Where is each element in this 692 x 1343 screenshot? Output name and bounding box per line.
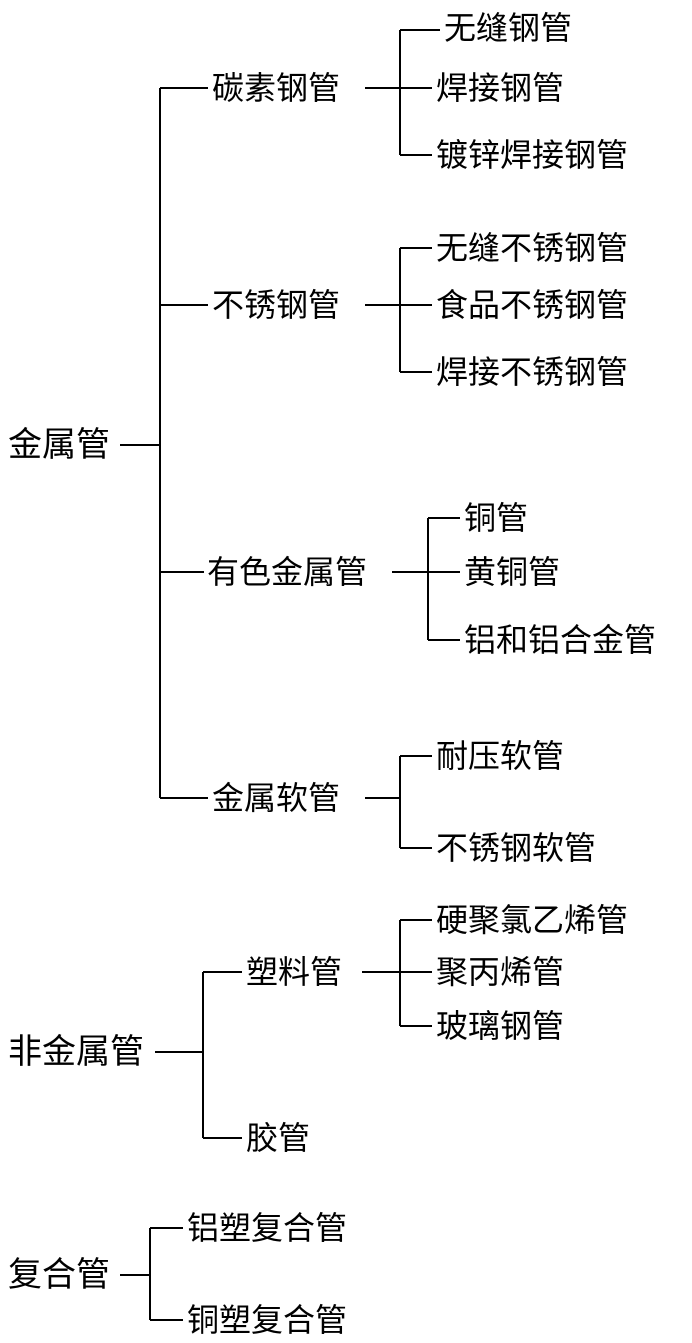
- metal-connectors: [120, 29, 460, 849]
- node-rubber-pipe: 胶管: [246, 1119, 311, 1157]
- leaf-copper-plastic-composite-pipe: 铜塑复合管: [187, 1301, 348, 1339]
- leaf-pressure-hose: 耐压软管: [436, 737, 565, 775]
- nonmetal-connectors: [155, 919, 432, 1139]
- leaf-food-grade-stainless-pipe: 食品不锈钢管: [436, 286, 629, 324]
- leaf-seamless-steel-pipe: 无缝钢管: [444, 9, 573, 47]
- leaf-aluminum-plastic-composite-pipe: 铝塑复合管: [187, 1209, 348, 1247]
- leaf-copper-pipe: 铜管: [464, 499, 529, 537]
- composite-connectors: [120, 1227, 183, 1321]
- leaf-upvc-pipe: 硬聚氯乙烯管: [436, 901, 629, 939]
- leaf-galvanized-welded-steel-pipe: 镀锌焊接钢管: [436, 136, 629, 174]
- root-metal-pipe: 金属管: [8, 425, 110, 465]
- leaf-seamless-stainless-pipe: 无缝不锈钢管: [436, 229, 629, 267]
- root-composite-pipe: 复合管: [8, 1255, 110, 1295]
- node-nonferrous-metal-pipe: 有色金属管: [207, 553, 368, 591]
- leaf-stainless-hose: 不锈钢软管: [436, 829, 597, 867]
- node-plastic-pipe: 塑料管: [246, 953, 343, 991]
- leaf-aluminum-alloy-pipe: 铝和铝合金管: [464, 621, 657, 659]
- node-stainless-steel-pipe: 不锈钢管: [212, 286, 341, 324]
- node-carbon-steel-pipe: 碳素钢管: [212, 69, 341, 107]
- leaf-welded-stainless-pipe: 焊接不锈钢管: [436, 353, 629, 391]
- root-nonmetal-pipe: 非金属管: [8, 1032, 144, 1072]
- leaf-frp-pipe: 玻璃钢管: [436, 1007, 565, 1045]
- leaf-brass-pipe: 黄铜管: [464, 553, 561, 591]
- leaf-welded-steel-pipe: 焊接钢管: [436, 69, 565, 107]
- leaf-polypropylene-pipe: 聚丙烯管: [436, 953, 565, 991]
- node-metal-hose: 金属软管: [212, 779, 341, 817]
